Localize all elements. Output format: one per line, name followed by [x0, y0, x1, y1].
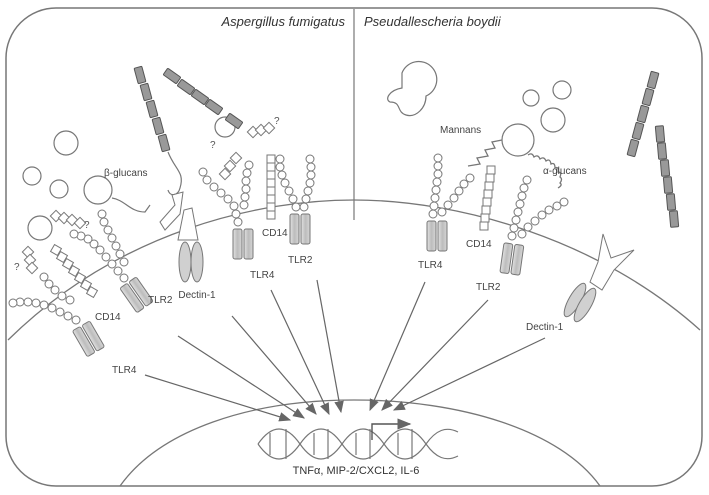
spore	[522, 89, 540, 107]
spore	[501, 123, 535, 157]
label-cd14-top: CD14	[262, 228, 288, 239]
label-alpha-glucans: α-glucans	[543, 166, 587, 177]
arrow-tlr2-lower	[177, 335, 306, 419]
transcription-start-arrow	[371, 418, 412, 440]
arrow-tlr4-right	[369, 281, 426, 412]
spore	[27, 215, 53, 241]
label-dectin1-right: Dectin-1	[526, 322, 564, 333]
cd14-square-chain	[266, 154, 276, 220]
spore	[53, 130, 79, 156]
label-dectin1-left: Dectin-1	[178, 290, 216, 301]
mannans-chain	[467, 139, 503, 167]
question-mark: ?	[210, 140, 216, 151]
spore	[552, 80, 572, 100]
arrow-tlr2-top	[316, 279, 344, 414]
nucleus-membrane	[119, 399, 601, 487]
label-tlr2-top: TLR2	[288, 255, 313, 266]
spore-with-germ-tube	[387, 60, 438, 117]
beta-glucan-chain	[111, 197, 151, 213]
label-tlr2-right: TLR2	[476, 282, 501, 293]
label-tlr4-top: TLR4	[250, 270, 275, 281]
question-mark: ?	[274, 116, 280, 127]
question-mark: ?	[14, 262, 20, 273]
spore	[49, 179, 69, 199]
label-mannans: Mannans	[440, 125, 481, 136]
arrow-dectin1-left	[231, 315, 317, 415]
dna-double-helix	[257, 428, 459, 460]
dectin1-receptor	[159, 191, 204, 283]
spore	[83, 175, 113, 205]
label-tlr4-lower: TLR4	[112, 365, 137, 376]
dectin1-receptor-right	[563, 233, 635, 323]
hyphal-tip	[167, 151, 182, 196]
spore	[22, 166, 42, 186]
label-cd14-right: CD14	[466, 239, 492, 250]
label-tlr2-lower: TLR2	[148, 295, 173, 306]
label-tlr4-right: TLR4	[418, 260, 443, 271]
alpha-glucans-coil	[527, 153, 563, 189]
label-beta-glucans: β-glucans	[104, 168, 148, 179]
arrow-tlr4-top	[270, 289, 330, 416]
label-cd14-lower: CD14	[95, 312, 121, 323]
title-pseudallescheria: Pseudallescheria boydii	[364, 14, 502, 29]
cytokine-output-label: TNFα, MIP-2/CXCL2, IL-6	[293, 465, 420, 477]
arrow-tlr4-lower	[144, 374, 292, 422]
arrow-dectin1-right	[392, 337, 546, 411]
spore	[540, 107, 566, 133]
question-mark: ?	[84, 220, 90, 231]
arrow-tlr2-right	[381, 299, 489, 411]
title-aspergillus: Aspergillus fumigatus	[220, 14, 345, 29]
